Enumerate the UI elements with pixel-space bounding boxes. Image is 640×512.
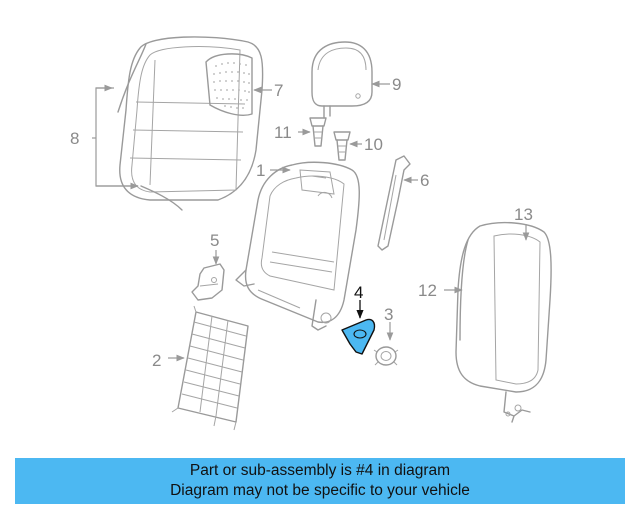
callout-7: 7 [274,81,283,100]
callout-10: 10 [364,135,383,154]
callout-2: 2 [152,351,161,370]
parts-diagram: 8 7 9 11 10 1 [70,36,552,431]
caption-line-1: Part or sub-assembly is #4 in diagram [189,462,451,479]
perforation-pattern [213,62,250,109]
callout-1: 1 [256,161,265,180]
grommet-part [373,346,399,366]
side-rail-part [377,155,411,251]
caption-line-2: Diagram may not be specific to your vehi… [170,482,470,499]
callout-6: 6 [420,171,429,190]
callout-3: 3 [384,305,393,324]
headrest-guide-11 [309,117,327,147]
rear-panel-part [455,221,552,423]
callout-9: 9 [392,75,401,94]
spring-mat-part [171,305,249,431]
callout-8-bracket [92,84,139,190]
callout-4: 4 [354,283,363,302]
callout-8: 8 [70,129,79,148]
seat-back-frame-part [235,161,360,331]
callout-12: 12 [418,281,437,300]
headrest-part [311,41,373,119]
callout-11: 11 [274,123,292,142]
headrest-guide-10 [333,131,351,161]
callout-5: 5 [210,231,219,250]
seat-back-cover-part [117,36,264,211]
callout-13: 13 [514,205,533,224]
bracket-part [191,263,225,301]
highlighted-part-4 [341,318,376,355]
caption-banner: Part or sub-assembly is #4 in diagram Di… [15,458,625,504]
